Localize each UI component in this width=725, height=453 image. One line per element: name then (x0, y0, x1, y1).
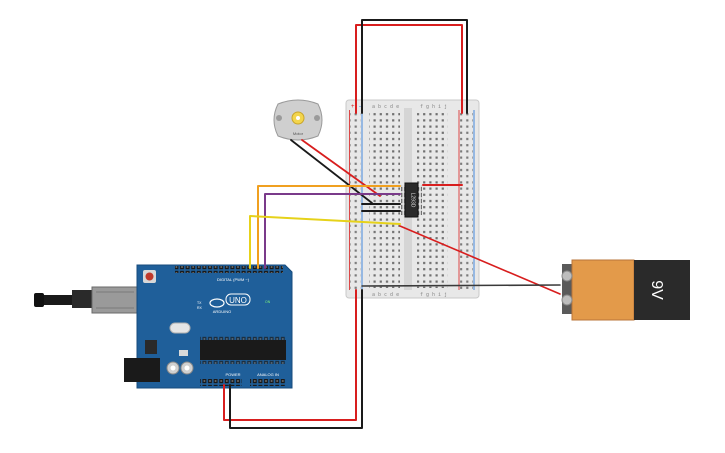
usb-cable[interactable] (34, 286, 139, 314)
board-model: UNO (229, 296, 247, 305)
wire-black-top[interactable] (361, 19, 468, 114)
rail-right[interactable] (460, 110, 473, 290)
wire-battery-red[interactable] (399, 225, 561, 295)
arduino-logo-icon (209, 298, 225, 308)
breadboard-col-labels-right-bottom: f g h i j (420, 292, 447, 298)
board-brand: ARDUINO (213, 309, 231, 314)
voltage-regulator (145, 340, 157, 354)
wire-motor-black[interactable] (290, 139, 373, 204)
breadboard-col-labels-left: a b c d e (372, 104, 399, 110)
rx-label: RX (197, 306, 203, 310)
breadboard-col-labels-left-bottom: a b c d e (372, 292, 399, 298)
terminal-strip-left[interactable] (369, 110, 400, 288)
wire-red-top[interactable] (355, 24, 463, 114)
battery-9v[interactable]: 9V (561, 259, 690, 321)
digital-header[interactable] (175, 266, 283, 273)
battery-label: 9V (648, 280, 665, 300)
tx-label: TX (197, 301, 202, 305)
digital-header-label: DIGITAL (PWM ~) (217, 277, 250, 282)
rail-minus-label: - (359, 104, 361, 110)
crystal-oscillator (169, 322, 191, 334)
analog-header-label: ANALOG IN (257, 372, 279, 377)
wire-orange-signal[interactable] (257, 185, 401, 269)
rail-plus-label: + (351, 104, 355, 110)
wire-purple-signal[interactable] (264, 193, 401, 269)
power-jack[interactable] (124, 358, 160, 382)
terminal-strip-right[interactable] (417, 110, 448, 288)
l293d-chip[interactable]: L293D (401, 182, 422, 218)
motor-label: Motor (293, 131, 304, 136)
dc-motor[interactable]: Motor (273, 99, 323, 141)
wires (223, 19, 561, 429)
atmega-chip (200, 340, 286, 360)
wire-yellow-signal[interactable] (249, 215, 401, 269)
rail-left[interactable] (350, 110, 361, 290)
power-header[interactable] (200, 379, 242, 386)
wire-black-gnd[interactable] (229, 289, 363, 429)
wire-red-power[interactable] (223, 289, 357, 421)
ic-label: L293D (410, 193, 416, 208)
breadboard-col-labels-right: f g h i j (420, 104, 447, 110)
reset-button-cap[interactable] (145, 272, 154, 281)
wire-battery-black[interactable] (361, 284, 561, 287)
smd-component (179, 350, 188, 356)
analog-header[interactable] (250, 379, 286, 386)
power-header-label: POWER (225, 372, 240, 377)
on-label: ON (265, 300, 271, 304)
arduino-uno-board[interactable]: DIGITAL (PWM ~) TX RX ON UNO ARDUINO POW… (124, 264, 293, 389)
